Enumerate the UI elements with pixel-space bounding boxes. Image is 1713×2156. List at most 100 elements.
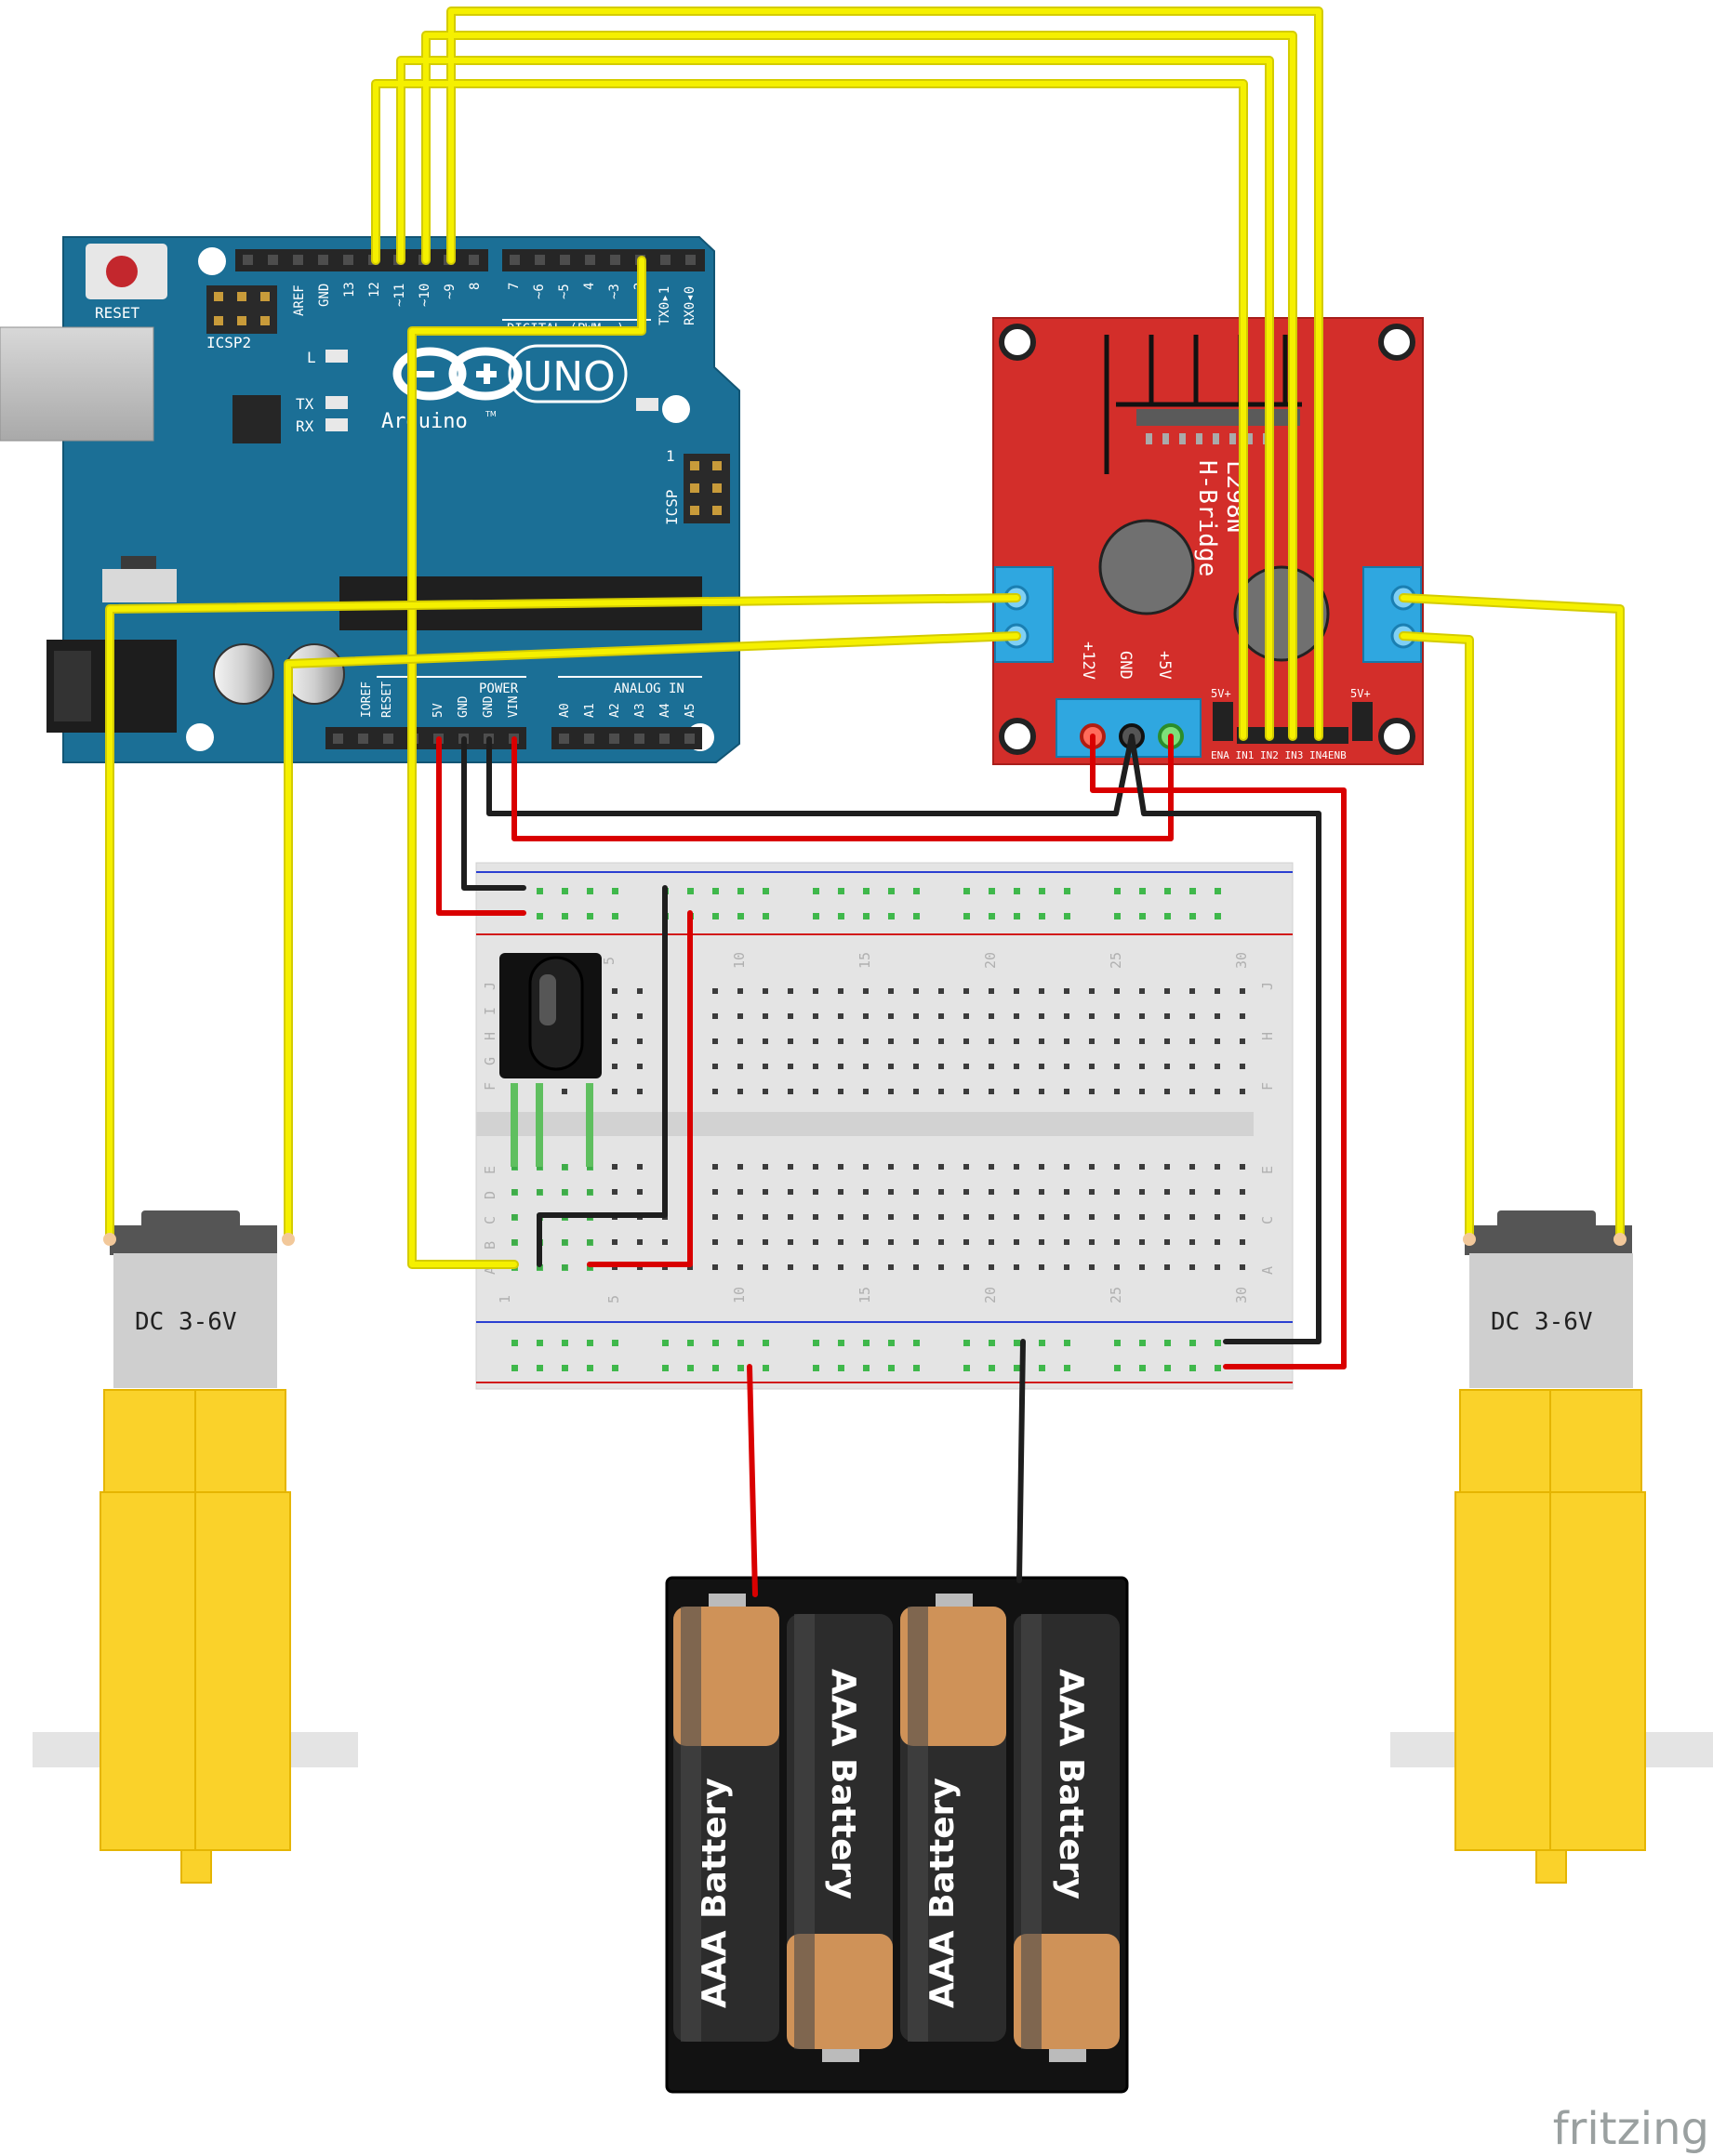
arduino-logo-text: Arduino <box>381 410 468 433</box>
wire-motor-left-a <box>107 595 1019 1242</box>
row-letter: D <box>482 1191 498 1199</box>
motor-label: DC 3-6V <box>135 1308 237 1336</box>
led-rx <box>325 418 348 431</box>
wire-gnd <box>461 736 526 891</box>
row-letter: E <box>482 1166 498 1174</box>
hbridge-board <box>992 317 1424 765</box>
pin-label: IOREF <box>360 681 374 718</box>
wire-battery-positive <box>747 1364 758 1597</box>
terminal-holes-top <box>505 969 1258 1094</box>
row-letter: C <box>482 1216 498 1224</box>
col-number: 10 <box>731 952 748 969</box>
battery-cell <box>787 1614 893 2062</box>
row-letter: F <box>1259 1082 1276 1091</box>
reset-label: RESET <box>95 304 140 322</box>
power-pin-label: +12V <box>1079 642 1097 680</box>
wire-ir-gnd <box>537 885 668 1267</box>
wire-in3 <box>423 33 1295 739</box>
led-tx <box>325 396 348 409</box>
led-l-label: L <box>307 349 316 366</box>
pin-label: 13 <box>342 282 357 298</box>
uno-label: UNO <box>523 353 616 401</box>
row-letter: I <box>482 1007 498 1015</box>
row-letter: E <box>1259 1166 1276 1174</box>
battery-label: AAA Battery <box>923 1778 962 2008</box>
pin-label: ~3 <box>607 284 622 299</box>
row-letter: F <box>482 1082 498 1091</box>
row-letter: B <box>482 1241 498 1250</box>
power-pin-label: GND <box>1116 651 1135 680</box>
mounting-hole <box>662 395 690 423</box>
battery-cell <box>900 1594 1006 2042</box>
pin-label: 4 <box>582 283 597 290</box>
pin-label: ~11 <box>392 284 407 307</box>
pin-label: ~6 <box>532 284 547 299</box>
wire-in4 <box>448 8 1321 739</box>
battery-cell <box>673 1594 779 2042</box>
wire-in1 <box>373 81 1246 739</box>
uno-badge <box>508 344 628 403</box>
power-rail-holes <box>807 1329 933 1376</box>
power-header <box>325 727 526 749</box>
battery-cell <box>1014 1614 1120 2062</box>
pin-label: GND <box>457 695 471 718</box>
pin-label: A4 <box>658 703 672 718</box>
wire-12v <box>1090 734 1347 1369</box>
pin-label: A5 <box>684 703 697 718</box>
battery-label: AAA Battery <box>696 1778 734 2008</box>
fritzing-brand: fritzing <box>1552 2103 1709 2155</box>
control-pin-labels: ENA IN1 IN2 IN3 IN4ENB <box>1211 749 1347 761</box>
power-rail-holes <box>532 881 632 928</box>
enb-jumper <box>1352 702 1373 741</box>
power-rail-holes <box>807 881 933 928</box>
motor-a-terminal <box>994 566 1054 663</box>
power-rail-holes <box>656 1329 781 1376</box>
pin-label: ~10 <box>418 284 432 307</box>
pin-label: 8 <box>468 283 483 290</box>
arduino-logo: Arduino TM <box>381 347 523 433</box>
capacitor <box>284 643 345 705</box>
mounting-hole <box>1378 324 1415 361</box>
power-rail-holes <box>1109 1329 1235 1376</box>
motor-label: DC 3-6V <box>1491 1308 1593 1336</box>
driver-chip <box>1136 409 1300 426</box>
icsp-label: ICSP <box>663 489 681 525</box>
mounting-hole <box>198 247 226 275</box>
battery-pack: AAA Battery AAA Battery AAA Battery AAA … <box>665 1576 1129 2094</box>
col-number: 1 <box>497 1295 513 1303</box>
capacitor <box>1233 565 1330 662</box>
battery-label: AAA Battery <box>1052 1669 1090 1899</box>
motor-right: DC 3-6V <box>1390 1210 1713 1884</box>
breadboard: 1 5 10 15 20 25 30 1 5 10 15 20 25 30 J … <box>475 862 1294 1390</box>
pin-label: 5V <box>432 703 445 718</box>
power-rail-holes <box>656 881 781 928</box>
digital-header-low <box>502 249 705 271</box>
row-letter: A <box>482 1266 498 1275</box>
capacitor <box>1098 519 1195 615</box>
motor-can <box>1469 1253 1633 1388</box>
hbridge-title: H-Bridge <box>1193 460 1221 576</box>
jumper-label: 5V+ <box>1211 687 1231 700</box>
col-number: 20 <box>982 952 999 969</box>
wire-motor-right-a <box>1401 595 1623 1242</box>
wire-motor-right-b <box>1401 633 1472 1242</box>
pin-label: RESET <box>380 681 394 718</box>
center-channel <box>476 1112 1254 1136</box>
battery-holder <box>665 1576 1129 2094</box>
pin-label: AREF <box>292 284 307 316</box>
wires <box>103 7 1627 1597</box>
power-rail-holes <box>1109 881 1235 928</box>
capacitor <box>213 643 274 705</box>
col-number: 25 <box>1108 1287 1124 1303</box>
led-rx-label: RX <box>296 417 314 435</box>
usb-chip <box>232 395 281 443</box>
row-letter: G <box>482 1057 498 1065</box>
col-number: 15 <box>856 952 873 969</box>
wire-gnd-hbridge <box>486 734 1135 816</box>
wire-in2 <box>398 58 1272 739</box>
pin-label: ~5 <box>557 284 572 299</box>
pin-label: TX0▸1 <box>657 286 672 325</box>
power-label: POWER <box>479 681 519 696</box>
row-letter: J <box>1259 982 1276 990</box>
